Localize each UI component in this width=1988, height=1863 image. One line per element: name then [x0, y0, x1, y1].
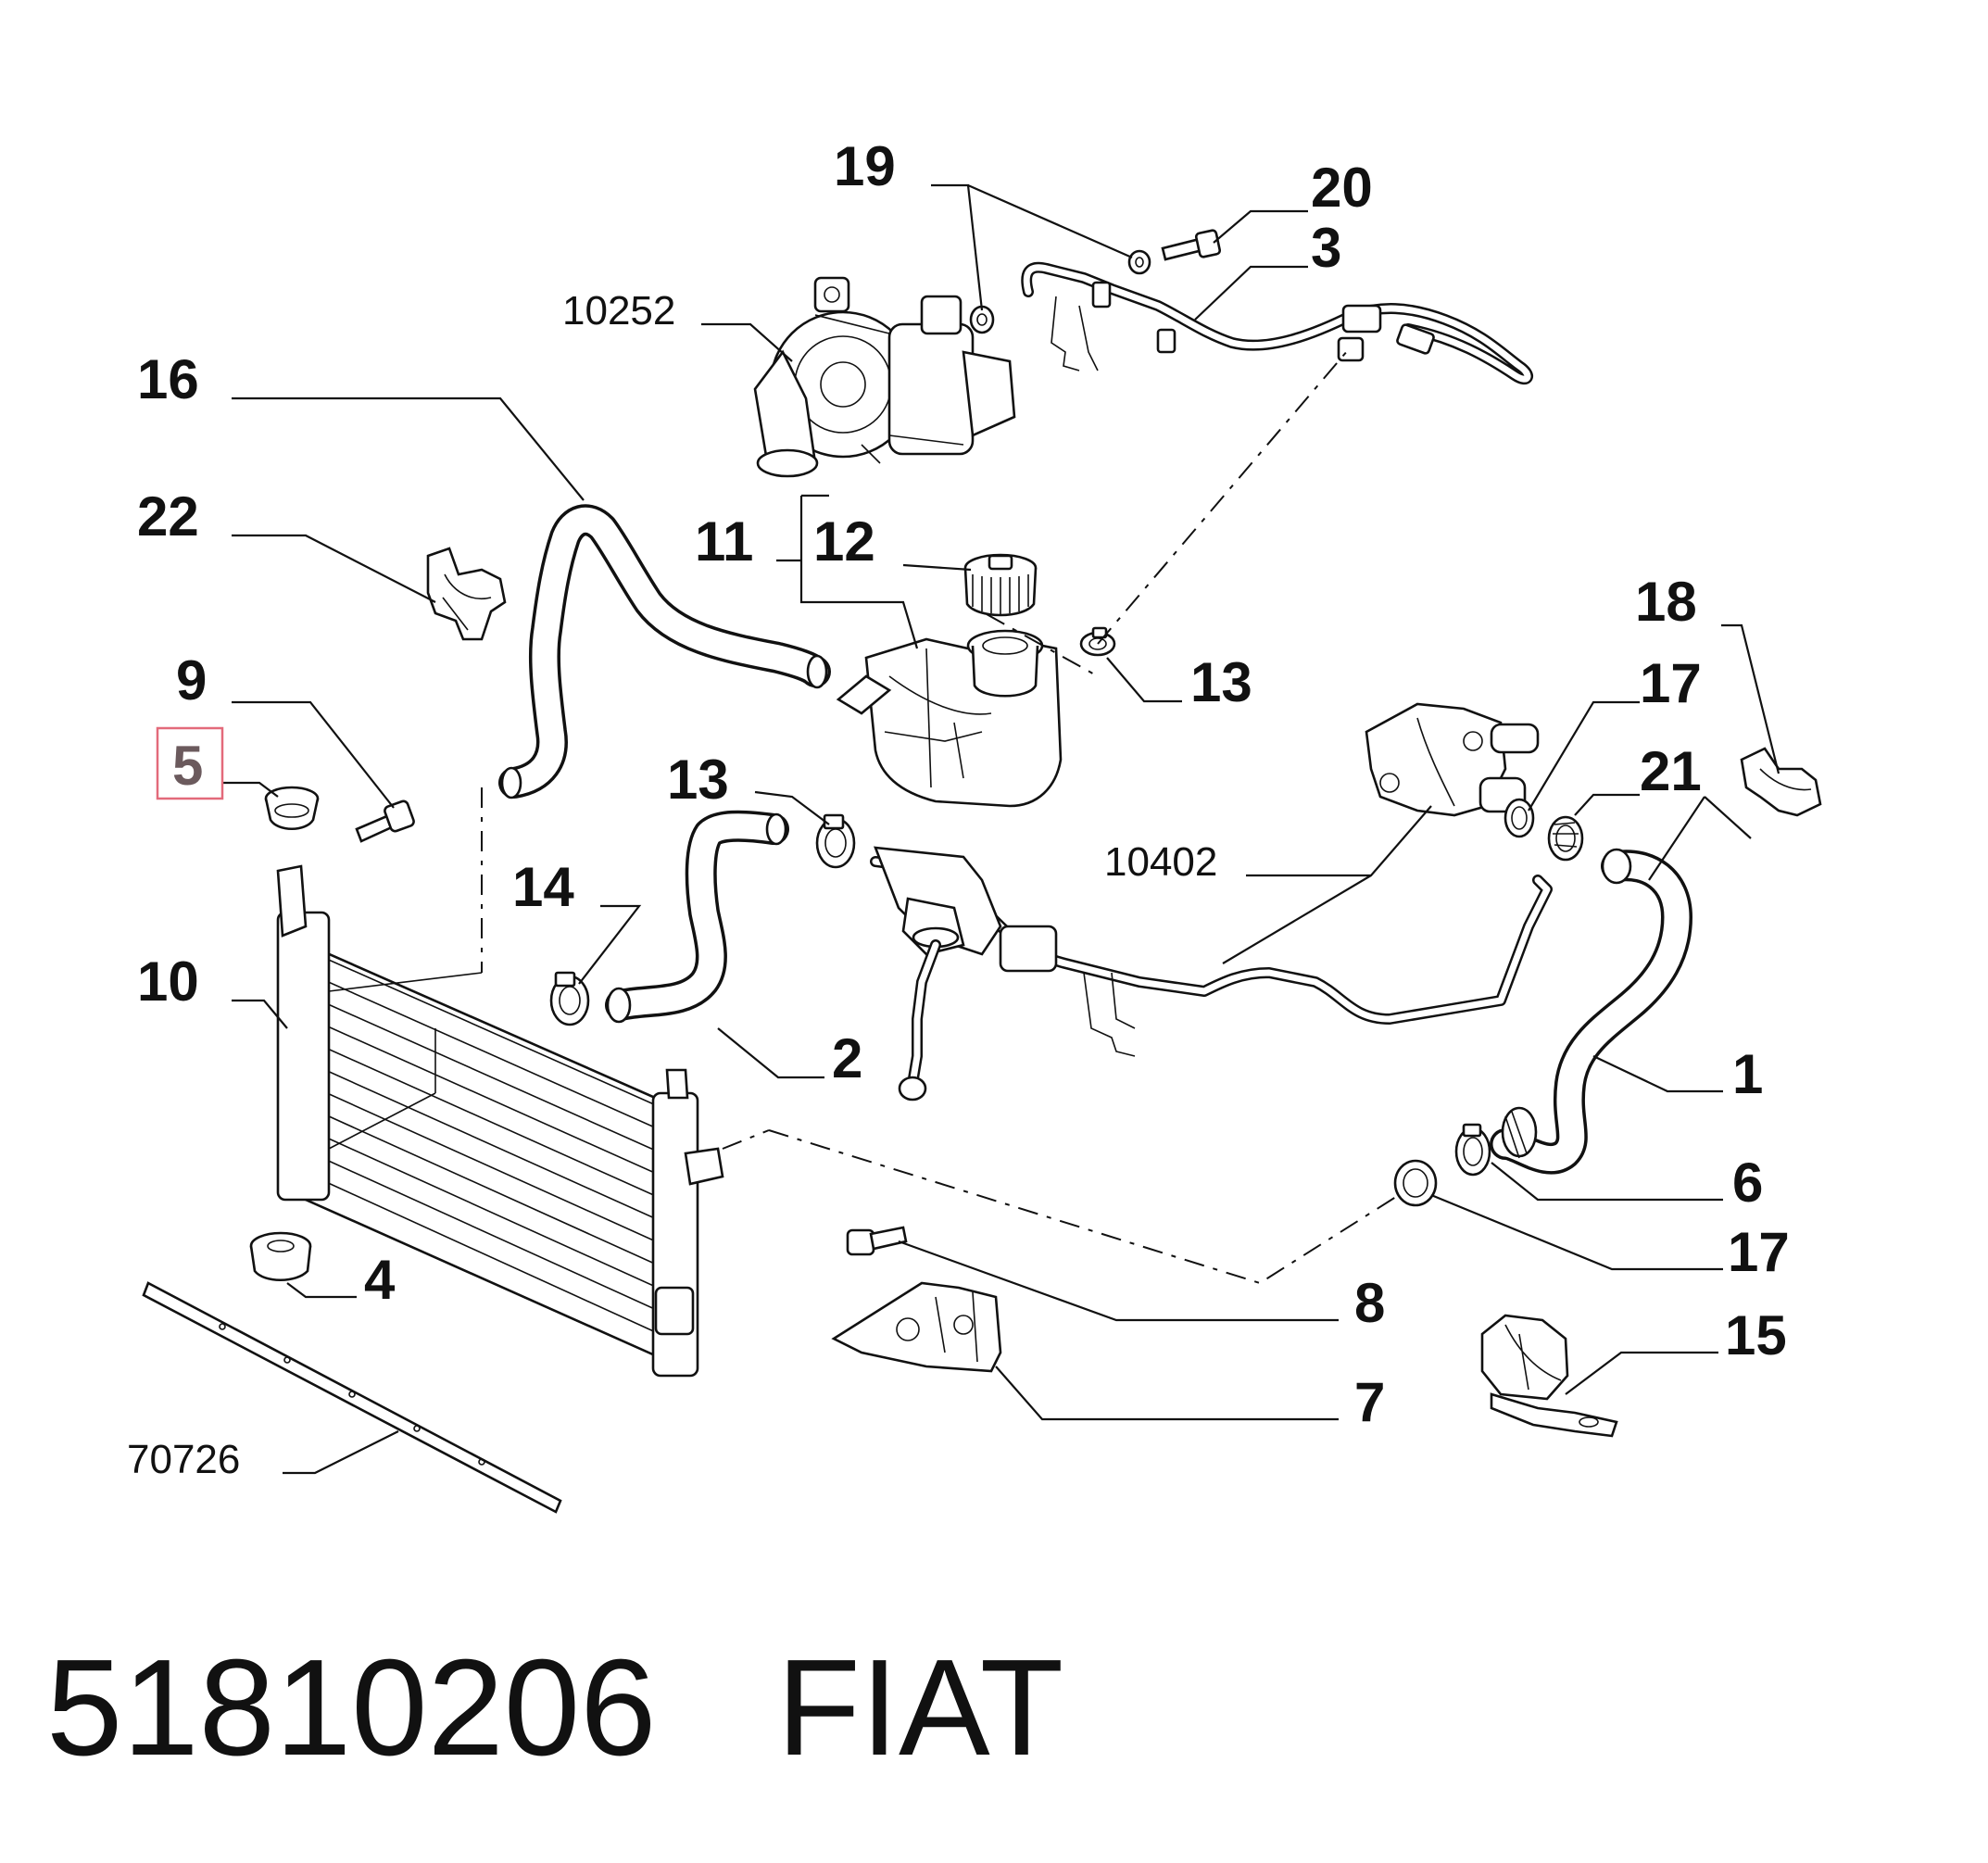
callout-19: 19 — [834, 135, 896, 197]
leader-11 — [776, 494, 919, 649]
clamp-6 — [1454, 1123, 1491, 1177]
leader-3 — [1194, 265, 1308, 321]
callout-15: 15 — [1725, 1304, 1787, 1366]
leader-16 — [232, 397, 585, 501]
callout-4: 4 — [364, 1249, 396, 1311]
seal-ring-17-lower — [1393, 1159, 1438, 1207]
highlight-box-callout-5 — [156, 726, 224, 800]
leader-15 — [1565, 1351, 1718, 1395]
bolt-8 — [846, 1226, 908, 1256]
bracket-7 — [831, 1281, 1002, 1373]
leader-12 — [902, 563, 972, 572]
hose-16 — [498, 504, 831, 799]
part-number: 51810206 — [46, 1631, 657, 1784]
callout-16: 16 — [137, 348, 199, 410]
leader-19 — [931, 183, 1133, 311]
thermostat-housing — [1365, 702, 1540, 817]
leader-4 — [286, 1282, 357, 1299]
callout-5: 5 — [172, 735, 203, 797]
leader-21 — [1574, 793, 1752, 881]
hose-clip-13-upper — [1079, 626, 1116, 657]
leader-2 — [717, 1027, 824, 1079]
leader-13-upper — [1106, 657, 1182, 703]
callout-12: 12 — [813, 510, 875, 573]
clamp-21 — [1547, 815, 1584, 862]
bracket-15 — [1480, 1314, 1618, 1438]
reference-10252: 10252 — [562, 288, 675, 334]
brand-name: FIAT — [776, 1631, 1064, 1784]
dash-line-tank-to-pipe — [986, 349, 1349, 677]
reference-10402: 10402 — [1104, 839, 1217, 885]
hose-2 — [605, 810, 789, 1024]
clamp-17-upper — [1504, 798, 1535, 838]
leader-1 — [1592, 1055, 1723, 1093]
leader-8 — [898, 1240, 1339, 1322]
callout-13-upper: 13 — [1190, 651, 1252, 713]
leader-10252 — [701, 322, 793, 362]
turbocharger-drawing — [753, 276, 1016, 478]
reference-70726: 70726 — [127, 1437, 240, 1482]
radiator-10 — [276, 864, 724, 1378]
callout-14: 14 — [512, 856, 574, 918]
leader-7 — [995, 1366, 1339, 1421]
tank-cap-12 — [963, 553, 1038, 617]
hose-holder-22 — [426, 547, 507, 641]
radiator-support-rail — [142, 1281, 562, 1514]
rubber-cap-5 — [264, 786, 320, 831]
coolant-pipe-assembly — [870, 846, 1553, 1101]
leader-13-lower — [754, 790, 830, 825]
callout-11: 11 — [695, 510, 753, 573]
callout-13-lower: 13 — [667, 749, 729, 811]
dash-line-radiator-to-outlet — [722, 1129, 1400, 1285]
callout-17-upper: 17 — [1640, 652, 1702, 714]
callout-21: 21 — [1640, 740, 1702, 802]
bolt-20 — [1161, 229, 1222, 261]
hose-clip-13-lower — [815, 813, 856, 869]
callout-1: 1 — [1732, 1043, 1763, 1105]
leader-17-upper — [1528, 700, 1640, 812]
leader-20 — [1213, 209, 1308, 244]
callout-3: 3 — [1311, 217, 1341, 279]
callout-9: 9 — [176, 649, 207, 711]
callout-22: 22 — [137, 485, 199, 548]
leader-10 — [232, 999, 288, 1029]
leader-10402 — [1222, 805, 1432, 964]
pipe-assembly-3 — [1021, 261, 1533, 385]
hose-holder-18 — [1740, 747, 1822, 817]
leader-6 — [1491, 1162, 1723, 1202]
callout-20: 20 — [1311, 157, 1373, 219]
callout-7: 7 — [1354, 1371, 1385, 1433]
leader-9 — [232, 700, 395, 809]
callout-10: 10 — [137, 950, 199, 1013]
expansion-tank-11 — [836, 629, 1063, 808]
callout-2: 2 — [832, 1027, 862, 1089]
mount-bushing-4 — [249, 1231, 312, 1281]
leader-17-lower — [1430, 1193, 1723, 1271]
leader-22 — [232, 534, 436, 603]
leader-18 — [1721, 623, 1780, 774]
hose-clip-14 — [549, 971, 590, 1026]
bolt-9 — [355, 799, 415, 843]
leader-5 — [222, 781, 279, 798]
callout-18: 18 — [1635, 571, 1697, 633]
callout-8: 8 — [1354, 1272, 1385, 1334]
callout-6: 6 — [1732, 1152, 1763, 1214]
callout-17-lower: 17 — [1728, 1221, 1790, 1283]
leader-70726 — [283, 1430, 399, 1475]
leader-14 — [578, 904, 642, 985]
hose-1 — [1490, 848, 1692, 1175]
